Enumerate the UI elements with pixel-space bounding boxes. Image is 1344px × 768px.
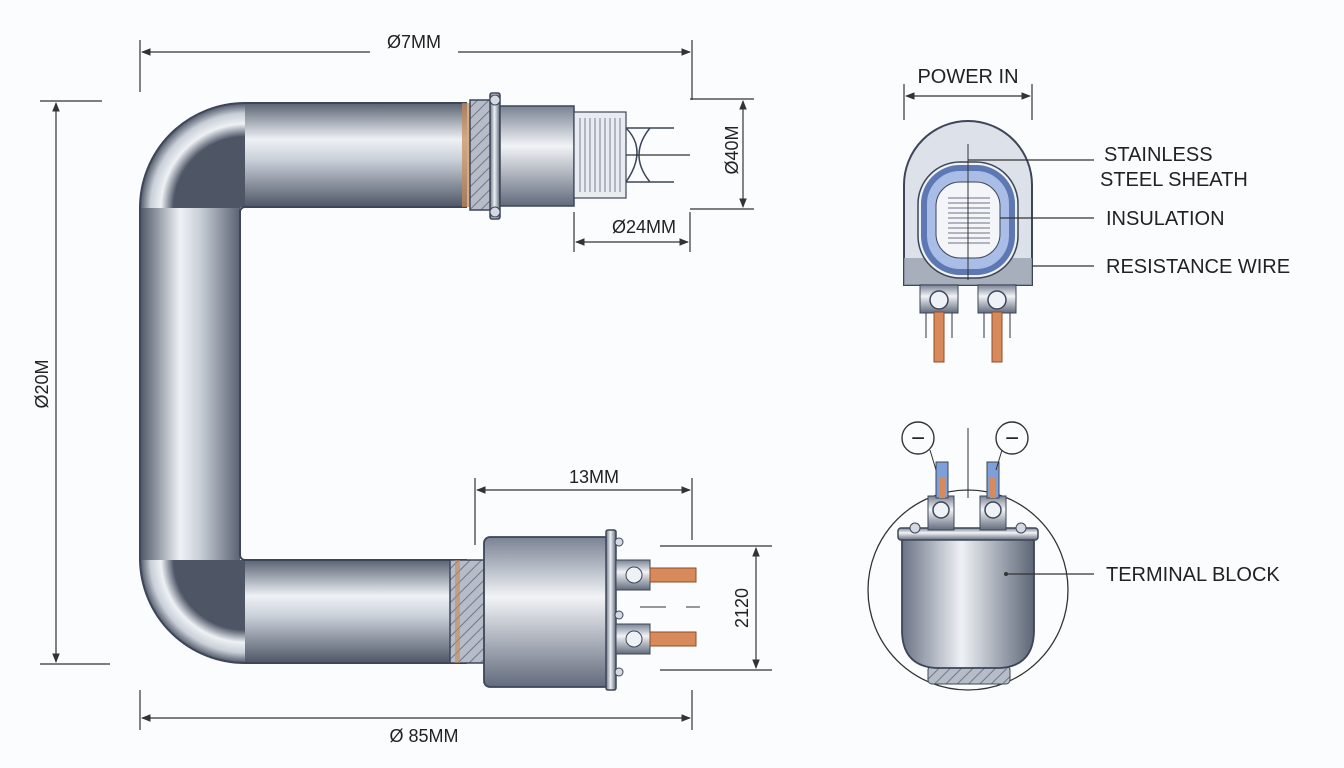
cross-copper-lead-right	[991, 311, 1003, 363]
bottom-terminal-housing	[483, 536, 611, 688]
polarity-left-symbol: −	[911, 425, 925, 452]
top-fitting	[462, 92, 674, 220]
cross-terminal-screw-left	[929, 290, 949, 310]
top-flange	[489, 92, 501, 220]
terminal-cap-bolt-right	[1015, 522, 1027, 534]
tube-outline	[139, 102, 467, 664]
label-stainless-line1: STAINLESS	[1104, 144, 1213, 166]
bottom-fitting	[449, 529, 700, 691]
label-terminal-block: TERMINAL BLOCK	[1106, 564, 1280, 586]
dim-inner-24: Ø24MM	[612, 217, 676, 237]
bottom-terminal-screw-lower	[625, 630, 643, 648]
polarity-right-symbol: −	[1005, 425, 1019, 452]
bottom-copper-lead-lower	[649, 631, 697, 647]
polarity-marker-right	[995, 421, 1029, 455]
resistance-wire-coil	[948, 197, 990, 244]
top-terminal-housing	[499, 105, 575, 207]
label-insulation: INSULATION	[1106, 208, 1225, 230]
terminal-post-screw-right	[984, 501, 1002, 519]
dim-lower-13: 13MM	[569, 467, 619, 487]
cross-section-view: POWER IN STAINLESS	[903, 66, 1290, 363]
tube-bottom-bend	[140, 560, 245, 663]
tube-top-straight	[245, 103, 467, 207]
dim-top-width: Ø7MM	[387, 32, 441, 52]
top-lead-clip	[625, 127, 674, 183]
bottom-copper-lead-upper	[649, 567, 697, 583]
terminal-cap-flange	[897, 527, 1039, 541]
bottom-flange-bolt-c	[614, 667, 624, 677]
bottom-weld-ring	[455, 560, 460, 663]
cross-terminal-screw-right	[987, 290, 1007, 310]
tube-top-bend	[140, 103, 245, 208]
dim-top-bg	[370, 32, 458, 56]
top-weld-ring	[462, 103, 470, 207]
bottom-terminal-screw-upper	[625, 566, 643, 584]
tube-bottom-straight	[245, 560, 467, 663]
terminal-block-view: − − TERMINAL BLOCK	[867, 421, 1280, 691]
label-resistance-wire: RESISTANCE WIRE	[1106, 256, 1290, 278]
power-in-label: POWER IN	[917, 66, 1018, 88]
dim-lower-height: 2120	[732, 588, 752, 628]
dim-bottom-width: Ø 85MM	[389, 726, 458, 746]
u-tube-element	[139, 102, 467, 664]
label-stainless-line2: STEEL SHEATH	[1100, 169, 1248, 191]
dim-right-top-height: Ø40M	[722, 125, 742, 174]
terminal-copper-core-right	[990, 478, 996, 498]
bottom-flange-bolt-b	[614, 610, 624, 620]
top-coil-windings	[579, 118, 621, 192]
terminal-cap-bolt-left	[909, 522, 921, 534]
tube-vertical	[140, 208, 240, 560]
terminal-body	[901, 537, 1035, 669]
cross-leader-lines	[968, 159, 1094, 267]
top-flange-bolt-upper	[489, 94, 501, 106]
bottom-flange	[605, 529, 617, 691]
terminal-post-screw-left	[932, 501, 950, 519]
dimension-lines	[40, 40, 772, 730]
bottom-flange-bolt-a	[614, 537, 624, 547]
dim-left-height: Ø20M	[32, 359, 52, 408]
terminal-copper-core-left	[939, 478, 945, 498]
polarity-marker-left	[901, 421, 935, 455]
cross-copper-lead-left	[933, 311, 945, 363]
top-flange-bolt-lower	[489, 206, 501, 218]
